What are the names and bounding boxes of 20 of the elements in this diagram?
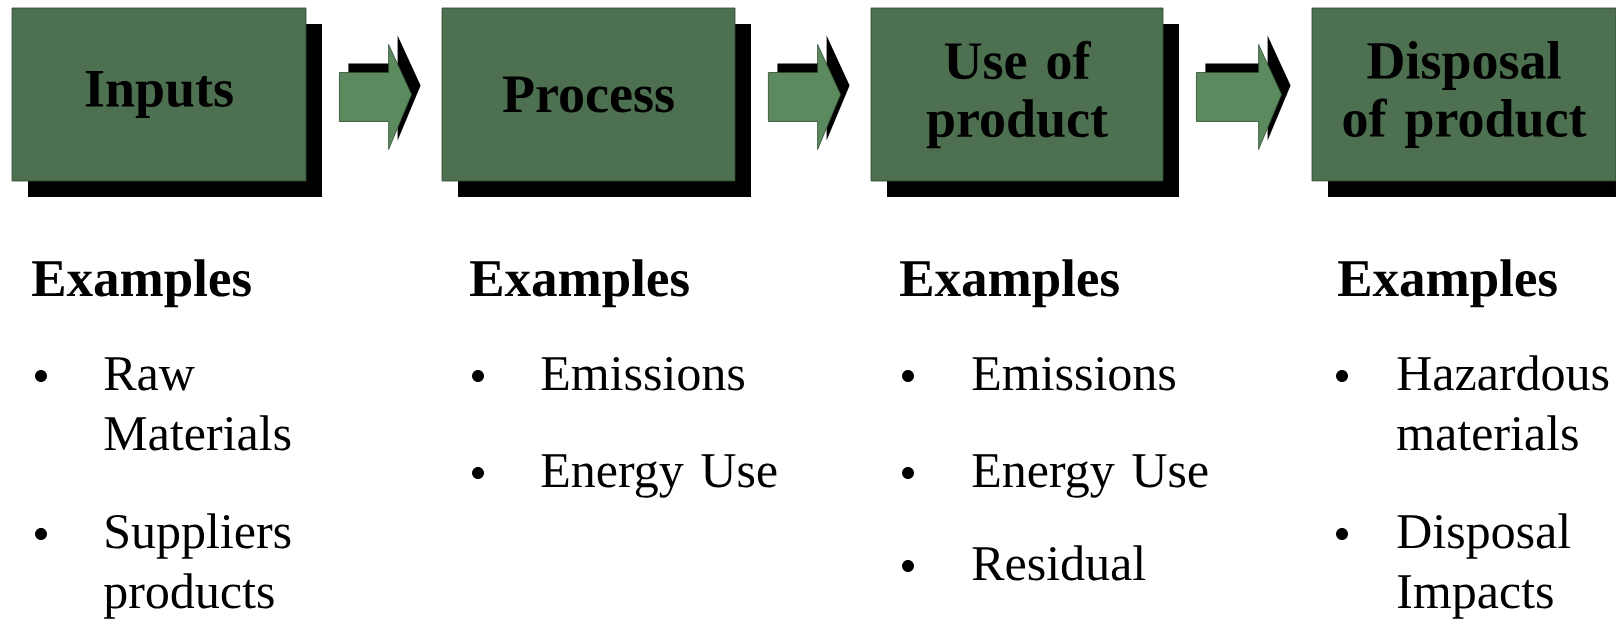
list-item: Residual bbox=[972, 545, 1146, 581]
list-item: Energy Use bbox=[972, 454, 1208, 498]
list-item: Raw Materials bbox=[104, 357, 291, 451]
process-box: Inputs bbox=[11, 7, 322, 197]
heading: Examples bbox=[470, 259, 689, 308]
process-box: Process bbox=[441, 7, 751, 197]
heading: Examples bbox=[900, 259, 1119, 308]
heading: Examples bbox=[32, 259, 251, 308]
list-item: Disposal Impacts bbox=[1397, 513, 1571, 619]
list-item: Emissions bbox=[541, 356, 744, 391]
list-item: Hazardous materials bbox=[1397, 355, 1609, 451]
block-arrow bbox=[339, 35, 421, 150]
process-box: Disposal of product bbox=[1311, 7, 1616, 197]
list-item: Suppliers products bbox=[104, 513, 291, 619]
heading: Examples bbox=[1338, 259, 1557, 308]
list-item: Energy Use bbox=[541, 454, 777, 498]
block-arrow bbox=[768, 35, 850, 150]
list-item: Emissions bbox=[972, 356, 1175, 391]
process-box: Use of product bbox=[870, 7, 1179, 197]
block-arrow bbox=[1196, 35, 1291, 150]
